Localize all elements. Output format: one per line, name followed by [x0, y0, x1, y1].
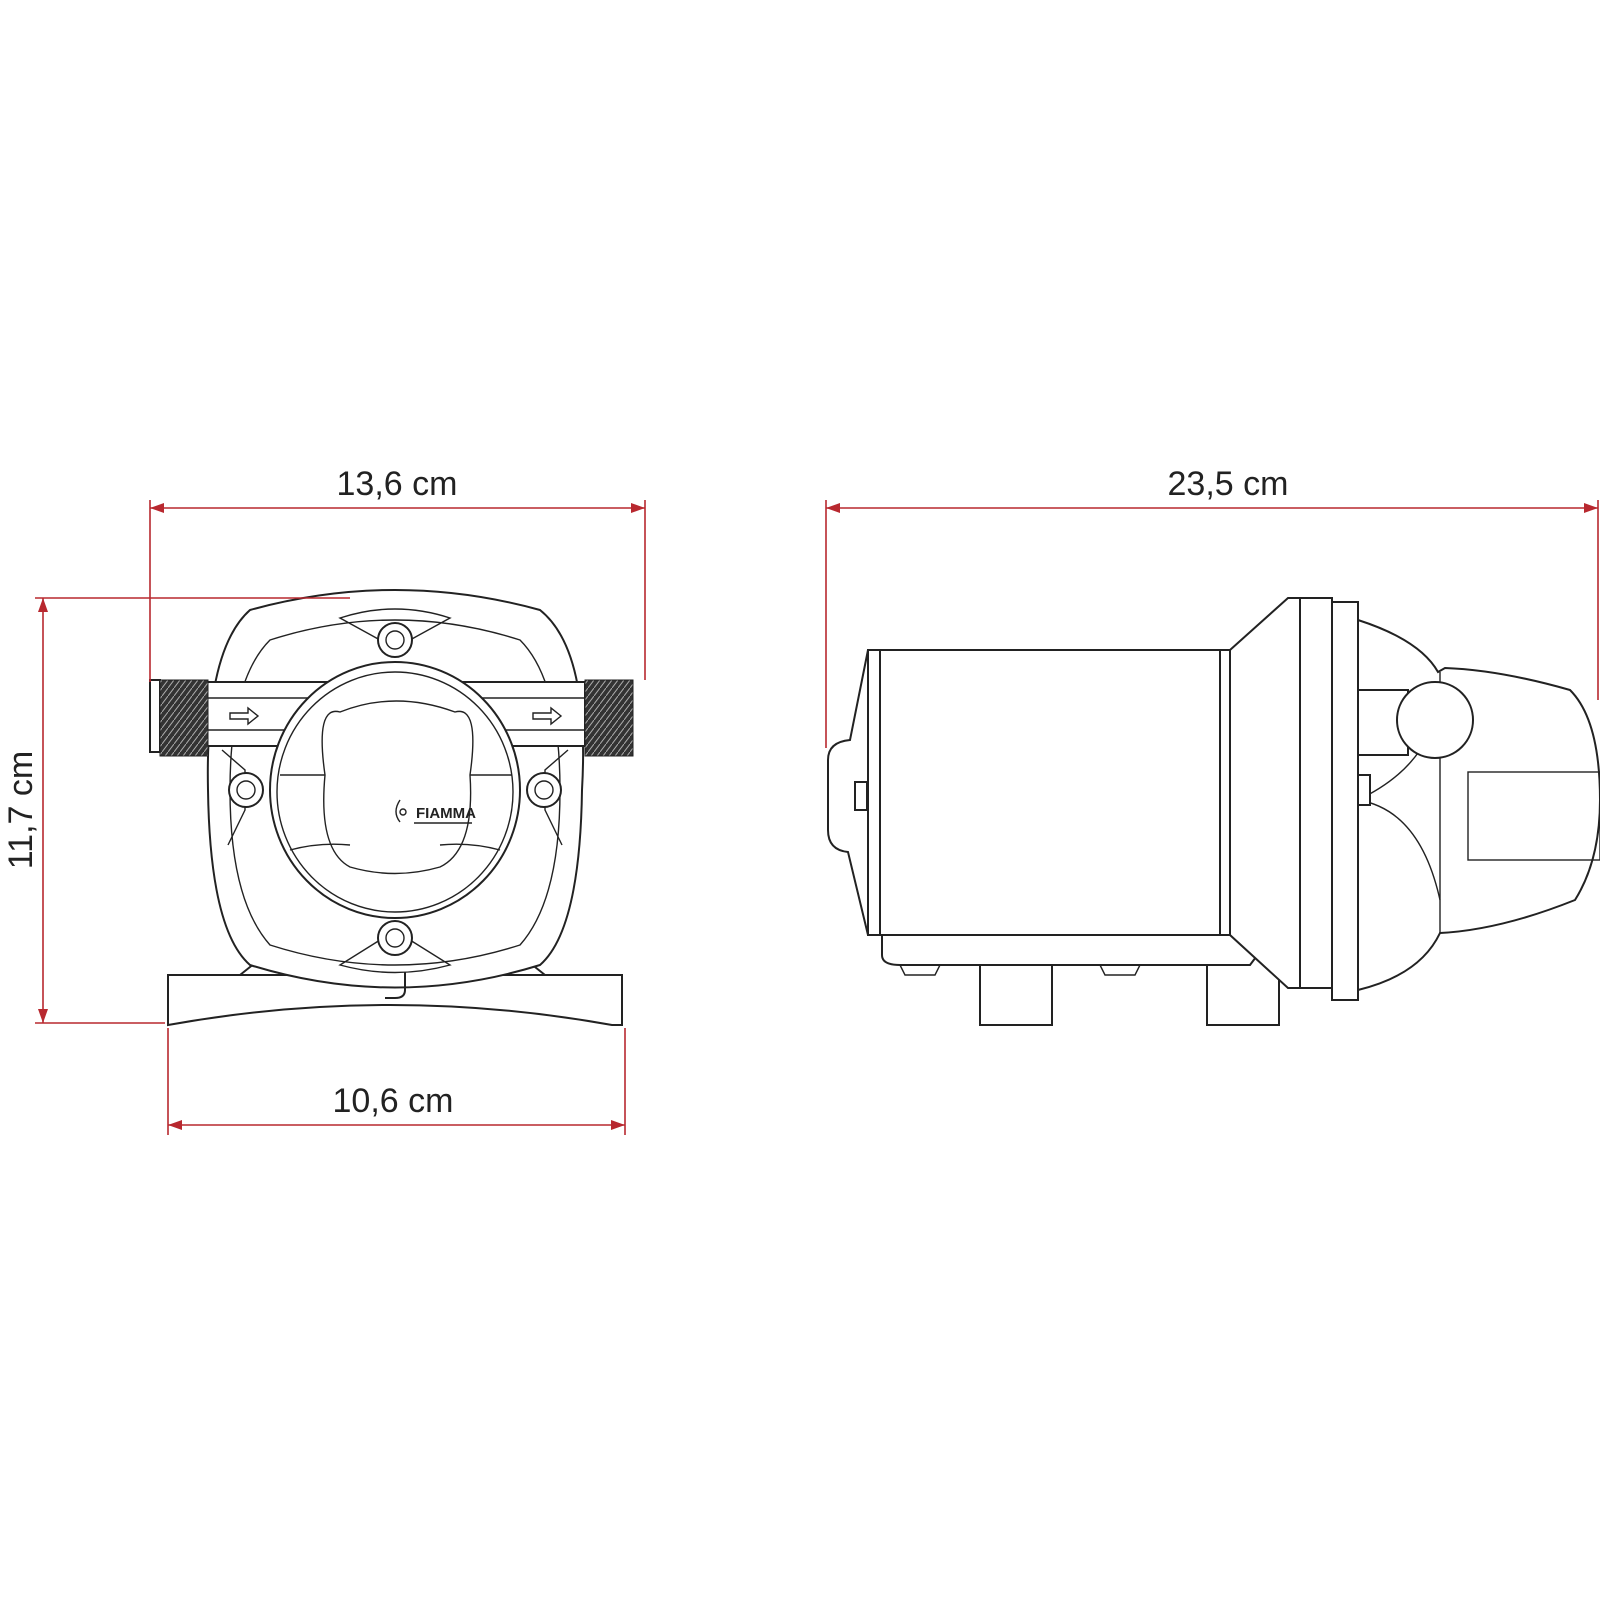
front-width-label: 13,6 cm: [337, 465, 458, 503]
inlet-end: [149, 679, 161, 753]
pump-plate: [1331, 601, 1359, 1001]
side-length-label: 23,5 cm: [1168, 465, 1289, 503]
front-base: [167, 974, 623, 1027]
bolt-right: [526, 749, 569, 846]
inlet-thread: [159, 679, 209, 757]
fiamma-logo: FIAMMA: [395, 799, 476, 824]
bolt-left: [221, 749, 264, 846]
pump-head: [1357, 618, 1600, 992]
bolt-bottom: [338, 920, 452, 999]
motor-can: [879, 649, 1221, 936]
motor-end-cap: [827, 649, 869, 936]
logo-text: FIAMMA: [416, 805, 476, 822]
pump-head-panel: [1467, 771, 1600, 861]
mounting-flange: [1299, 597, 1333, 989]
pump-cover: [269, 661, 521, 919]
dimension-side-length: 23,5 cm: [825, 465, 1599, 748]
outlet-thread: [584, 679, 634, 757]
dimension-front-height: 11,7 cm: [2, 597, 350, 1024]
dimension-base-width: 10,6 cm: [167, 1028, 626, 1135]
motor-body: [867, 649, 881, 936]
base-width-label: 10,6 cm: [333, 1082, 454, 1120]
port-knob: [1396, 681, 1474, 759]
front-height-label: 11,7 cm: [2, 751, 40, 869]
flow-arrow-icon: [532, 706, 563, 726]
flow-arrow-icon: [229, 706, 260, 726]
bolt-top: [338, 608, 452, 658]
dimension-front-width: 13,6 cm: [149, 465, 646, 682]
side-view: [827, 597, 1600, 1026]
front-view: FIAMMA: [149, 589, 634, 1027]
motor-cone: [1229, 597, 1301, 989]
